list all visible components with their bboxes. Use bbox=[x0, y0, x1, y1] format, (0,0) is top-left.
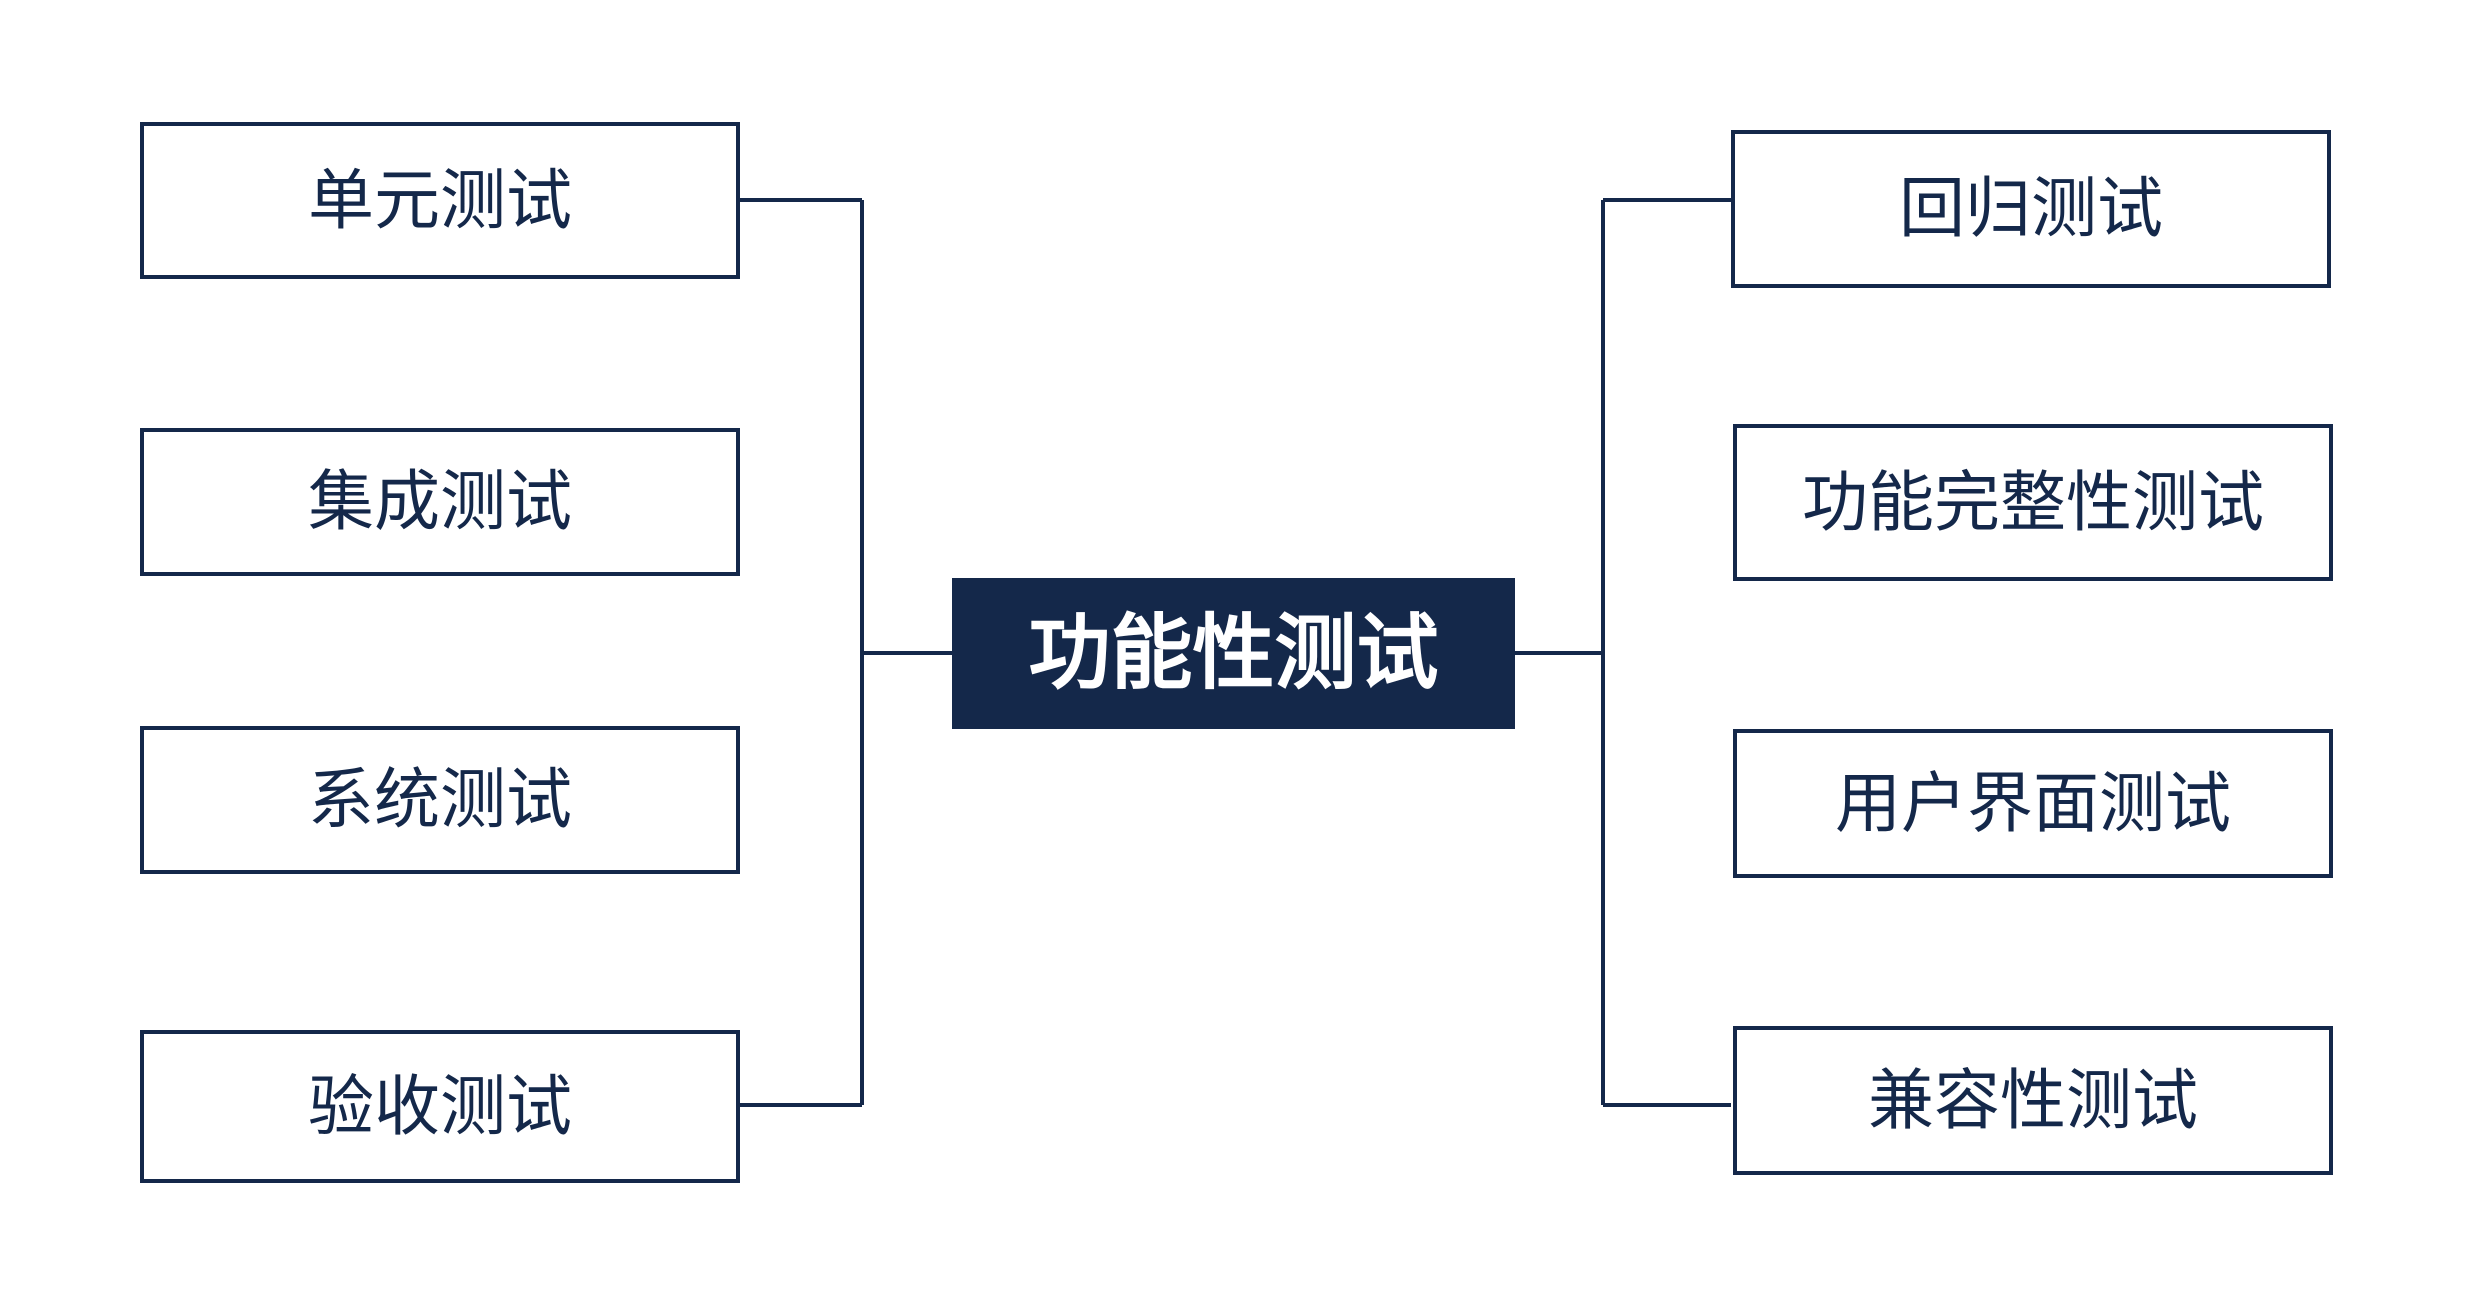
node-acceptance-test: 验收测试 bbox=[140, 1030, 740, 1183]
node-label: 回归测试 bbox=[1899, 170, 2163, 247]
node-label: 系统测试 bbox=[308, 761, 572, 838]
node-ui-test: 用户界面测试 bbox=[1733, 729, 2333, 878]
node-unit-test: 单元测试 bbox=[140, 122, 740, 279]
node-system-test: 系统测试 bbox=[140, 726, 740, 874]
node-label: 集成测试 bbox=[308, 463, 572, 540]
node-label: 功能完整性测试 bbox=[1802, 463, 2264, 541]
center-label: 功能性测试 bbox=[1028, 605, 1439, 701]
node-label: 验收测试 bbox=[308, 1067, 572, 1145]
node-compatibility-test: 兼容性测试 bbox=[1733, 1026, 2333, 1175]
node-label: 兼容性测试 bbox=[1868, 1061, 2198, 1139]
node-label: 用户界面测试 bbox=[1835, 764, 2231, 842]
node-integration-test: 集成测试 bbox=[140, 428, 740, 576]
node-label: 单元测试 bbox=[308, 161, 572, 239]
center-node: 功能性测试 bbox=[952, 578, 1515, 729]
node-functional-completeness-test: 功能完整性测试 bbox=[1733, 424, 2333, 581]
node-regression-test: 回归测试 bbox=[1731, 130, 2331, 288]
